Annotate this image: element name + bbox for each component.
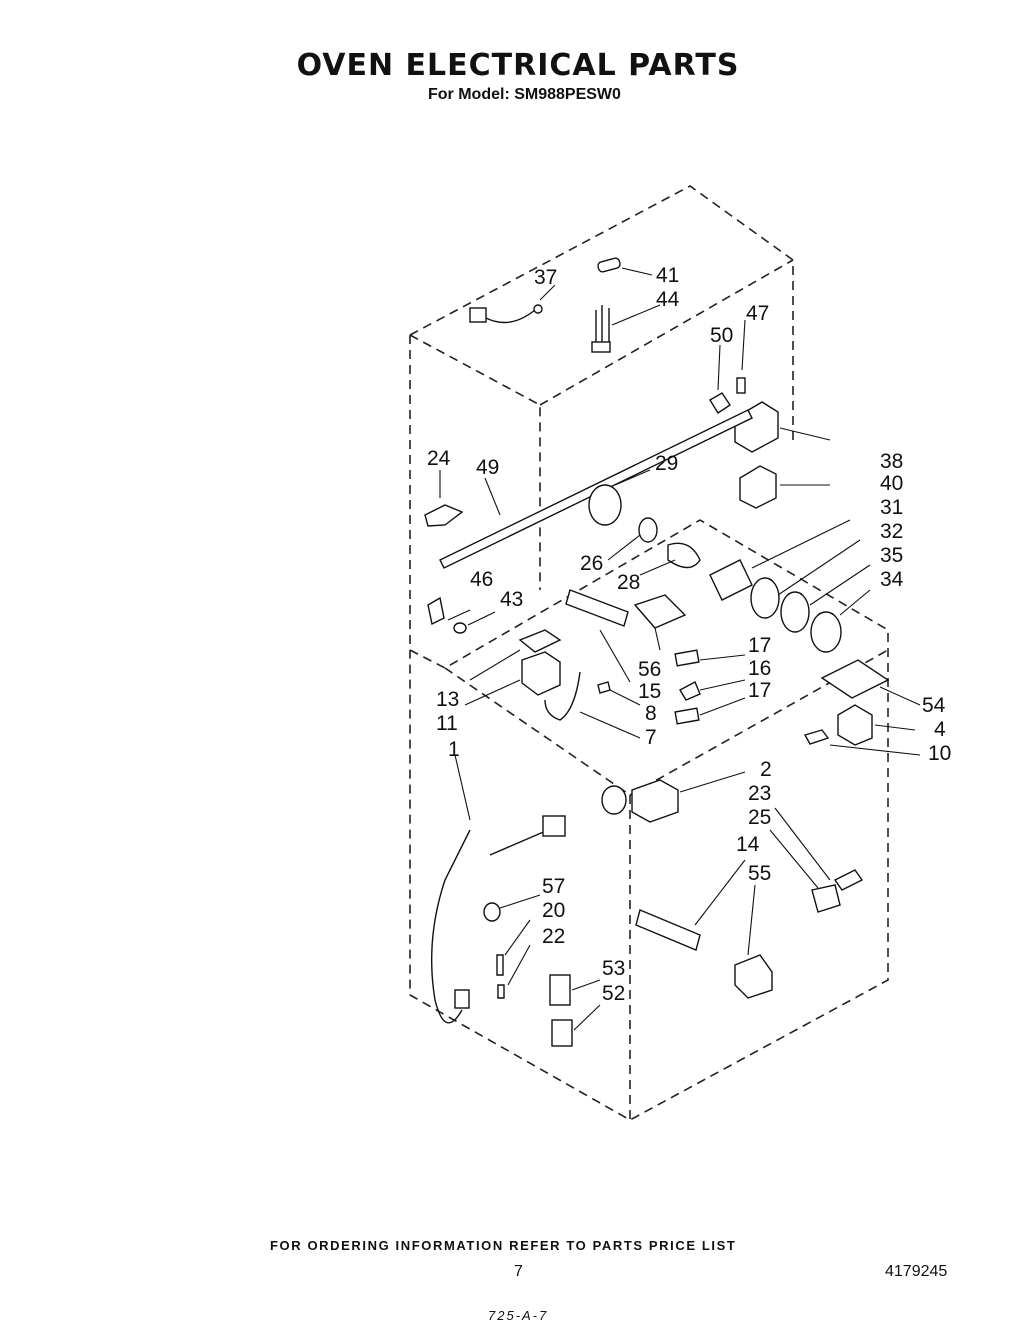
callout-29: 29: [655, 452, 678, 475]
callout-1: 1: [448, 738, 460, 761]
part-22-fuse: [497, 984, 505, 999]
callout-44: 44: [656, 288, 680, 311]
part-38-terminal-block: [734, 401, 779, 453]
part-53-cover: [549, 974, 571, 1006]
callout-47: 47: [746, 302, 769, 325]
part-47-clip: [736, 377, 746, 394]
callout-31: 31: [880, 496, 903, 519]
part-56-block: [633, 594, 687, 629]
callout-38: 38: [880, 450, 903, 473]
part-31-lens: [709, 559, 753, 601]
callout-25: 25: [748, 806, 771, 829]
callout-20: 20: [542, 899, 565, 922]
page-title: OVEN ELECTRICAL PARTS: [296, 48, 740, 83]
part-57-lamp: [483, 902, 501, 922]
callout-10: 10: [928, 742, 951, 765]
part-40-receptacle: [739, 465, 777, 509]
part-35-gasket: [780, 591, 810, 633]
callout-14: 14: [736, 833, 760, 856]
part-2-thermostat: [631, 779, 679, 823]
part-25-insulator: [811, 884, 841, 913]
part-46-switch: [427, 596, 445, 626]
part-37-connector: [469, 307, 487, 323]
callout-54: 54: [922, 694, 946, 717]
cabinet-outline-middle: [409, 519, 889, 1121]
cabinet-outline-front: [409, 259, 794, 650]
callout-40: 40: [880, 472, 903, 495]
callout-16: 16: [748, 657, 771, 680]
part-37-lead: [485, 309, 536, 324]
part-54-plate: [820, 659, 890, 699]
callout-17-a: 17: [748, 634, 771, 657]
callout-57: 57: [542, 875, 565, 898]
part-44-jumper: [595, 305, 610, 345]
callout-32: 32: [880, 520, 903, 543]
callout-41: 41: [656, 264, 679, 287]
part-43-grommet: [453, 622, 467, 634]
part-32-gasket: [750, 577, 780, 619]
handwritten-note: 725-A-7: [488, 1308, 549, 1323]
part-28-bulb: [667, 542, 701, 569]
callout-53: 53: [602, 957, 625, 980]
part-55-block: [734, 954, 773, 999]
part-34-ring: [810, 611, 842, 653]
cabinet-outline-top: [409, 185, 794, 440]
part-13-bracket: [518, 629, 562, 653]
callout-11: 11: [436, 712, 458, 735]
part-50-bracket: [709, 392, 731, 414]
part-17-insulator-a: [674, 649, 700, 667]
part-41-terminal: [597, 257, 621, 273]
callout-13: 13: [436, 688, 459, 711]
part-20-connector: [496, 954, 504, 976]
callout-15: 15: [638, 680, 661, 703]
callout-7: 7: [645, 726, 657, 749]
part-15-sensor: [565, 589, 629, 627]
callout-55: 55: [748, 862, 771, 885]
part-8-clip: [597, 681, 611, 694]
part-11-relay: [521, 651, 561, 696]
callout-23: 23: [748, 782, 771, 805]
part-16-switch: [679, 681, 701, 701]
callout-26: 26: [580, 552, 603, 575]
callout-46: 46: [470, 568, 493, 591]
part-1-power-cord: [430, 829, 549, 1024]
ordering-note: FOR ORDERING INFORMATION REFER TO PARTS …: [270, 1238, 737, 1253]
callout-24: 24: [427, 447, 451, 470]
callout-52: 52: [602, 982, 625, 1005]
cabinet-outline-lower: [444, 649, 889, 1120]
callout-28: 28: [617, 571, 640, 594]
part-10-terminal: [803, 729, 830, 745]
part-24-bracket: [424, 504, 464, 527]
callout-2: 2: [760, 758, 772, 781]
callout-4: 4: [934, 718, 946, 741]
callout-8: 8: [645, 702, 657, 725]
part-4-switch: [837, 704, 873, 746]
page-number: 7: [514, 1263, 523, 1280]
part-29-socket: [588, 484, 622, 526]
callout-22: 22: [542, 925, 565, 948]
callout-50: 50: [710, 324, 733, 347]
part-14-probe: [635, 909, 701, 951]
part-26-socket: [638, 517, 658, 543]
part-7-wire: [544, 671, 581, 721]
model-subtitle: For Model: SM988PESW0: [428, 86, 621, 103]
callout-35: 35: [880, 544, 903, 567]
callout-17-b: 17: [748, 679, 771, 702]
callout-34: 34: [880, 568, 904, 591]
part-52-receptacle: [551, 1019, 573, 1047]
part-23-terminal: [833, 869, 864, 891]
part-17-insulator-b: [674, 707, 700, 725]
callout-56: 56: [638, 658, 661, 681]
callout-43: 43: [500, 588, 523, 611]
document-number: 4179245: [885, 1263, 948, 1280]
callout-37: 37: [534, 266, 557, 289]
callout-49: 49: [476, 456, 499, 479]
